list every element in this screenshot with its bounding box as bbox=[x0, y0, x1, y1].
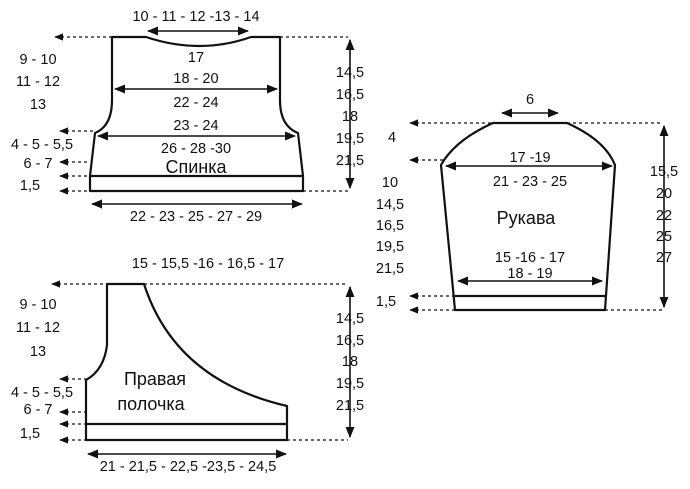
front-right-2: 16,5 bbox=[336, 333, 364, 349]
back-right-5: 21,5 bbox=[336, 153, 364, 169]
back-w3-label: 23 - 24 bbox=[173, 118, 218, 134]
front-right-3: 18 bbox=[342, 354, 358, 370]
front-bottom-label: 21 - 21,5 - 22,5 -23,5 - 24,5 bbox=[100, 459, 277, 475]
sleeve-w1-label: 17 -19 bbox=[509, 150, 550, 166]
back-right-2: 16,5 bbox=[336, 87, 364, 103]
sleeve-left-4: 16,5 bbox=[376, 218, 404, 234]
back-left-3: 13 bbox=[30, 97, 46, 113]
back-title: Спинка bbox=[165, 157, 227, 177]
sleeve-left-1: 4 bbox=[388, 130, 396, 146]
sleeve-left-2: 10 bbox=[382, 175, 398, 191]
sleeve-right-5: 27 bbox=[656, 250, 672, 266]
sleeve-piece: 6 17 -19 21 - 23 - 25 Рукава 15 -16 - 17… bbox=[376, 92, 678, 314]
back-w2-label: 22 - 24 bbox=[173, 95, 218, 111]
front-left-3: 13 bbox=[30, 344, 46, 360]
front-title-1: Правая bbox=[124, 369, 186, 389]
sleeve-w3-label: 15 -16 - 17 bbox=[495, 250, 565, 266]
back-right-4: 19,5 bbox=[336, 131, 364, 147]
sleeve-right-3: 22 bbox=[656, 208, 672, 224]
sleeve-left-6: 21,5 bbox=[376, 261, 404, 277]
front-left-5: 6 - 7 bbox=[23, 402, 52, 418]
back-piece: 10 - 11 - 12 -13 - 14 17 18 - 20 22 - 24… bbox=[11, 9, 364, 225]
front-piece: 15 - 15,5 -16 - 16,5 - 17 Правая полочка… bbox=[11, 256, 364, 475]
sleeve-title: Рукава bbox=[497, 208, 557, 228]
sleeve-top-label: 6 bbox=[526, 92, 534, 108]
front-left-4: 4 - 5 - 5,5 bbox=[11, 385, 73, 401]
back-right-3: 18 bbox=[342, 109, 358, 125]
back-right-1: 14,5 bbox=[336, 65, 364, 81]
sleeve-w2-label: 21 - 23 - 25 bbox=[493, 174, 567, 190]
back-outline bbox=[88, 35, 305, 193]
back-w4-label: 26 - 28 -30 bbox=[161, 141, 231, 157]
front-top-label: 15 - 15,5 -16 - 16,5 - 17 bbox=[132, 256, 284, 272]
front-left-6: 1,5 bbox=[20, 426, 40, 442]
sleeve-right-1: 15,5 bbox=[650, 164, 678, 180]
front-title-2: полочка bbox=[117, 394, 185, 414]
front-left-1: 9 - 10 bbox=[19, 297, 56, 313]
sleeve-w4-label: 18 - 19 bbox=[507, 266, 552, 282]
sleeve-left-3: 14,5 bbox=[376, 197, 404, 213]
sleeve-right-2: 20 bbox=[656, 186, 672, 202]
front-right-4: 19,5 bbox=[336, 376, 364, 392]
back-top-width: 10 - 11 - 12 -13 - 14 bbox=[132, 9, 259, 25]
back-left-5: 6 - 7 bbox=[23, 156, 52, 172]
sleeve-right-4: 25 bbox=[656, 229, 672, 245]
back-w1-label: 18 - 20 bbox=[173, 71, 218, 87]
sleeve-left-7: 1,5 bbox=[376, 294, 396, 310]
front-left-2: 11 - 12 bbox=[16, 320, 60, 336]
back-neck-label: 17 bbox=[188, 50, 204, 66]
front-right-1: 14,5 bbox=[336, 311, 364, 327]
back-left-6: 1,5 bbox=[20, 178, 40, 194]
back-bottom-label: 22 - 23 - 25 - 27 - 29 bbox=[130, 209, 262, 225]
sleeve-left-5: 19,5 bbox=[376, 239, 404, 255]
back-left-2: 11 - 12 bbox=[16, 74, 60, 90]
front-right-5: 21,5 bbox=[336, 398, 364, 414]
front-outline bbox=[84, 282, 289, 442]
back-left-4: 4 - 5 - 5,5 bbox=[11, 137, 73, 153]
back-left-1: 9 - 10 bbox=[19, 52, 56, 68]
